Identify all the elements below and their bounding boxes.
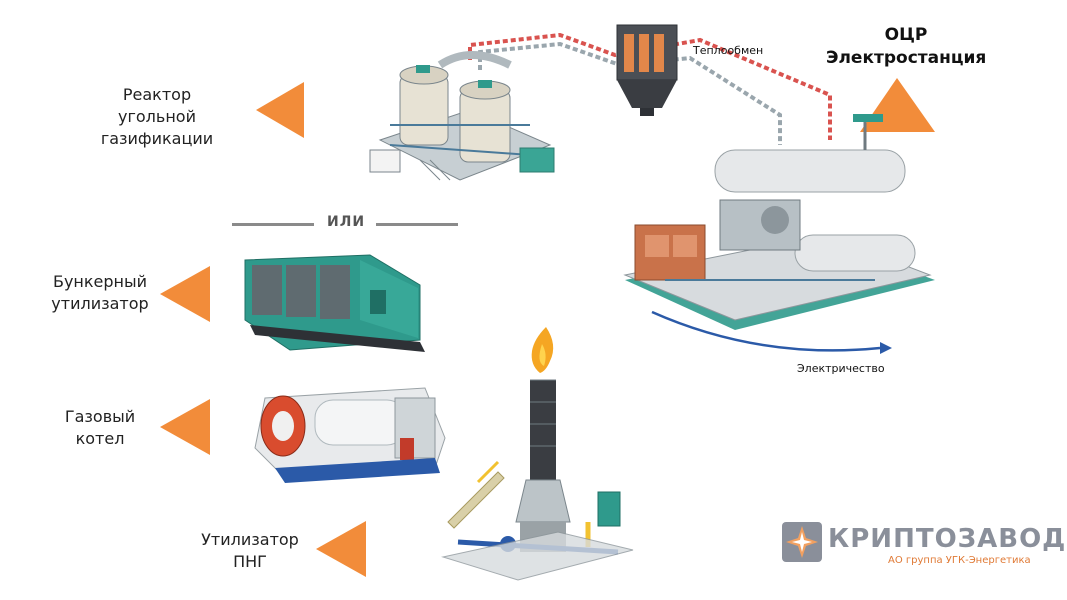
logo-subtitle: АО группа УГК-Энергетика — [888, 555, 1031, 566]
arrow-gas-boiler-icon — [160, 399, 210, 455]
label-coal-reactor-line1: Реактор — [122, 85, 192, 104]
bunker-illustration — [244, 254, 425, 352]
label-gas-boiler-line2: котел — [75, 429, 125, 448]
label-orc: ОЦР Электростанция — [826, 24, 986, 70]
label-bunker: Бункерный утилизатор — [30, 271, 170, 315]
arrow-png-icon — [316, 521, 366, 577]
label-coal-reactor-line3: газификации — [100, 129, 214, 148]
coal-reactor-illustration — [369, 51, 555, 181]
or-line-right — [376, 223, 458, 226]
heat-exchange-label: Теплообмен — [693, 44, 764, 57]
label-coal-reactor-line2: угольной — [118, 107, 196, 126]
gas-boiler-illustration — [254, 387, 446, 483]
orc-station-illustration — [623, 114, 935, 330]
png-flare-illustration — [441, 327, 634, 581]
heat-exchanger-illustration — [616, 24, 678, 116]
electricity-label: Электричество — [797, 362, 885, 375]
electricity-arrow-icon — [651, 310, 892, 354]
pipe-hot — [468, 32, 832, 140]
or-line-left — [232, 223, 314, 226]
logo-name: КРИПТОЗАВОД — [828, 524, 1067, 554]
label-png-line2: ПНГ — [233, 552, 267, 571]
label-coal-reactor: Реактор угольной газификации — [92, 84, 222, 150]
label-orc-line1: ОЦР — [884, 25, 928, 45]
arrow-coal-reactor-icon — [256, 82, 304, 138]
label-gas-boiler-line1: Газовый — [64, 407, 136, 426]
label-orc-line2: Электростанция — [826, 48, 987, 68]
label-gas-boiler: Газовый котел — [40, 406, 160, 450]
or-text: ИЛИ — [327, 214, 366, 230]
or-separator: ИЛИ — [232, 212, 458, 236]
label-bunker-line1: Бункерный — [52, 272, 148, 291]
kriptozavod-logo-icon — [782, 522, 822, 562]
label-png-line1: Утилизатор — [201, 530, 299, 549]
label-bunker-line2: утилизатор — [51, 294, 149, 313]
arrow-bunker-icon — [160, 266, 210, 322]
label-png: Утилизатор ПНГ — [190, 529, 310, 573]
